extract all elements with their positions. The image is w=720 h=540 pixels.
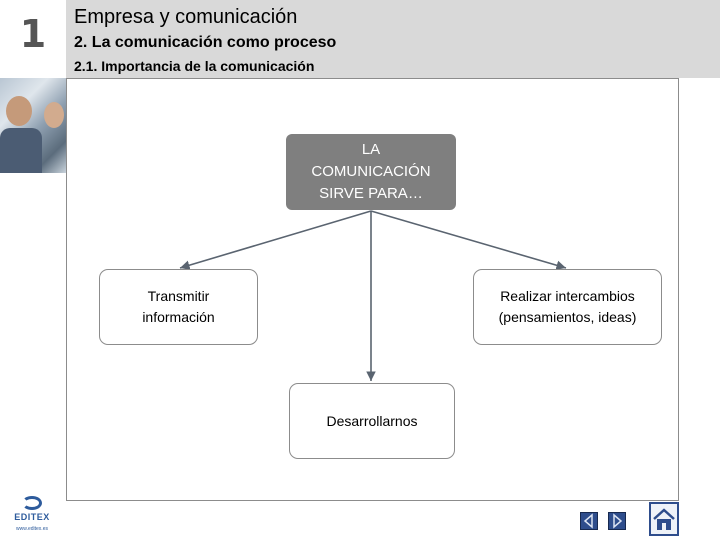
diagram-node-transmitir: Transmitir información [99, 269, 258, 345]
node-text: Realizar intercambios (pensamientos, ide… [483, 286, 653, 328]
editex-logo: EDITEX www.editex.es [8, 496, 56, 536]
next-button[interactable] [608, 512, 626, 530]
page-title: Empresa y comunicación [74, 6, 297, 29]
previous-button[interactable] [580, 512, 598, 530]
logo-name: EDITEX [8, 512, 56, 522]
node-text: Transmitir información [124, 286, 234, 328]
chapter-box: 1 [0, 0, 66, 78]
left-arrow-icon [581, 513, 597, 529]
editex-logo-mark [22, 496, 42, 510]
person-body [0, 128, 42, 173]
diagram-root-node: LA COMUNICACIÓN SIRVE PARA… [286, 134, 456, 210]
header-photo [0, 78, 66, 173]
home-icon [651, 504, 677, 534]
person-face-2 [44, 102, 64, 128]
person-face [6, 96, 32, 126]
home-button[interactable] [649, 502, 679, 536]
root-node-text: LA COMUNICACIÓN SIRVE PARA… [301, 139, 441, 205]
node-text: Desarrollarnos [326, 411, 417, 432]
chapter-number: 1 [0, 12, 66, 56]
diagram-node-desarrollarnos: Desarrollarnos [289, 383, 455, 459]
right-arrow-icon [609, 513, 625, 529]
page-subtitle: 2. La comunicación como proceso [74, 34, 336, 52]
logo-url: www.editex.es [8, 526, 56, 532]
section-title: 2.1. Importancia de la comunicación [74, 58, 314, 74]
diagram-node-intercambios: Realizar intercambios (pensamientos, ide… [473, 269, 662, 345]
